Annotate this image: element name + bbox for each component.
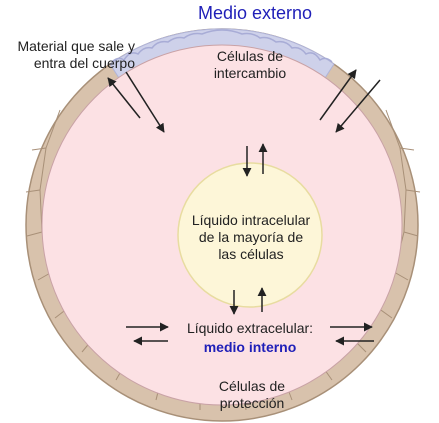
exit-arrow-left (107, 77, 141, 119)
intracellular-fluid-label: Líquido intracelular de la mayoría de la… (176, 212, 326, 263)
entry-arrow-right (335, 79, 381, 133)
intracellular-fluid-label-line2: de la mayoría de (198, 229, 304, 245)
intracellular-fluid-label-line1: Líquido intracelular (191, 212, 311, 228)
material-label-line1: Material que sale y (17, 38, 135, 54)
exit-arrow-right (319, 69, 357, 121)
protection-cells-label: Células de protección (182, 378, 322, 412)
extracellular-fluid-label-line1: Líquido extracelular: (186, 320, 314, 336)
intracellular-fluid (177, 162, 323, 308)
exchange-cell-surface (111, 29, 333, 63)
exchange-cells-label-line2: intercambio (213, 65, 287, 81)
internal-medium-label: medio interno (203, 339, 297, 355)
protection-cells-label-line2: protección (219, 395, 285, 411)
protection-cells-label-line1: Células de (218, 378, 286, 394)
exchange-cells-label: Células de intercambio (180, 48, 320, 82)
external-medium-title: Medio externo (197, 3, 313, 23)
extracellular-fluid-label: Líquido extracelular: medio interno (170, 320, 330, 356)
material-label: Material que sale y entra del cuerpo (0, 38, 135, 72)
material-label-line2: entra del cuerpo (33, 55, 135, 71)
exchange-cells-label-line1: Células de (216, 48, 284, 64)
intracellular-fluid-label-line3: las células (218, 246, 284, 262)
entry-arrow-left (125, 71, 165, 133)
